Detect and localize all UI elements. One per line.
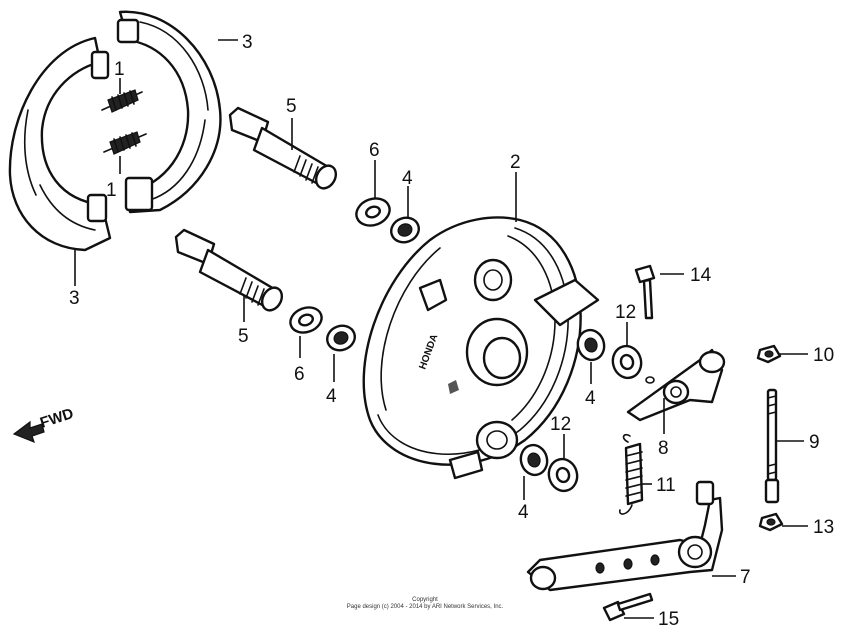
callout-13: 13	[813, 517, 834, 538]
washer-lower	[289, 306, 323, 334]
brake-cam-lower	[174, 228, 284, 312]
callout-12-upper: 12	[615, 302, 636, 323]
brake-shoe-front	[8, 36, 112, 252]
callout-10: 10	[813, 345, 834, 366]
callout-1-lower: 1	[106, 180, 117, 201]
callout-2: 2	[510, 152, 521, 173]
callout-4-right-lower: 4	[518, 502, 529, 523]
callout-5-lower: 5	[238, 326, 249, 347]
callout-7: 7	[740, 567, 751, 588]
callout-4-upper: 4	[402, 168, 413, 189]
brake-cam-upper	[228, 106, 338, 190]
seal-right-lower	[519, 443, 549, 477]
callout-5-upper: 5	[286, 96, 297, 117]
brake-panel: HONDA	[362, 216, 600, 480]
callout-6-upper: 6	[369, 140, 380, 161]
callout-3-rear: 3	[242, 32, 253, 53]
leader-lines	[74, 39, 808, 619]
brake-shoe-spring-lower	[103, 131, 147, 155]
washer-right-upper	[611, 344, 643, 380]
callout-8: 8	[658, 438, 669, 459]
callout-12-lower: 12	[550, 414, 571, 435]
bolt-14	[634, 264, 656, 320]
callout-9: 9	[809, 432, 820, 453]
callout-1-upper: 1	[114, 59, 125, 80]
seal-upper	[390, 216, 420, 244]
copyright-notice: Copyright Page design (c) 2004 - 2014 by…	[0, 597, 850, 611]
copyright-line-1: Copyright	[412, 597, 438, 603]
nut-13	[758, 512, 784, 532]
callout-6-lower: 6	[294, 364, 305, 385]
washer-right-lower	[547, 457, 579, 493]
seal-lower	[326, 324, 356, 352]
callout-11: 11	[656, 475, 676, 496]
bolt-15	[602, 592, 654, 622]
callout-4-lower-left: 4	[326, 386, 337, 407]
callout-14: 14	[690, 265, 712, 286]
brake-pedal-7	[526, 480, 724, 592]
nut-10	[756, 344, 782, 364]
fwd-label: FWD	[38, 405, 76, 432]
copyright-line-2: Page design (c) 2004 - 2014 by ARI Netwo…	[346, 604, 504, 610]
spring-11	[618, 433, 644, 515]
callout-15: 15	[658, 609, 679, 630]
callout-3-front: 3	[69, 288, 80, 309]
arrow-left-icon	[12, 420, 45, 444]
callout-numbers: 3 1 1 3 5 5 6 4 2 6 4 4 12 14 10 9 8 12 …	[69, 32, 834, 630]
callout-4-right-upper: 4	[585, 388, 596, 409]
washer-upper	[355, 197, 391, 227]
brake-shoe-spring-upper	[101, 89, 143, 113]
rod-9	[764, 388, 780, 504]
fwd-direction-marker: FWD	[12, 405, 76, 444]
seal-right-upper	[576, 328, 606, 362]
brake-arm-8	[626, 348, 726, 422]
brake-shoe-rear	[116, 10, 222, 214]
